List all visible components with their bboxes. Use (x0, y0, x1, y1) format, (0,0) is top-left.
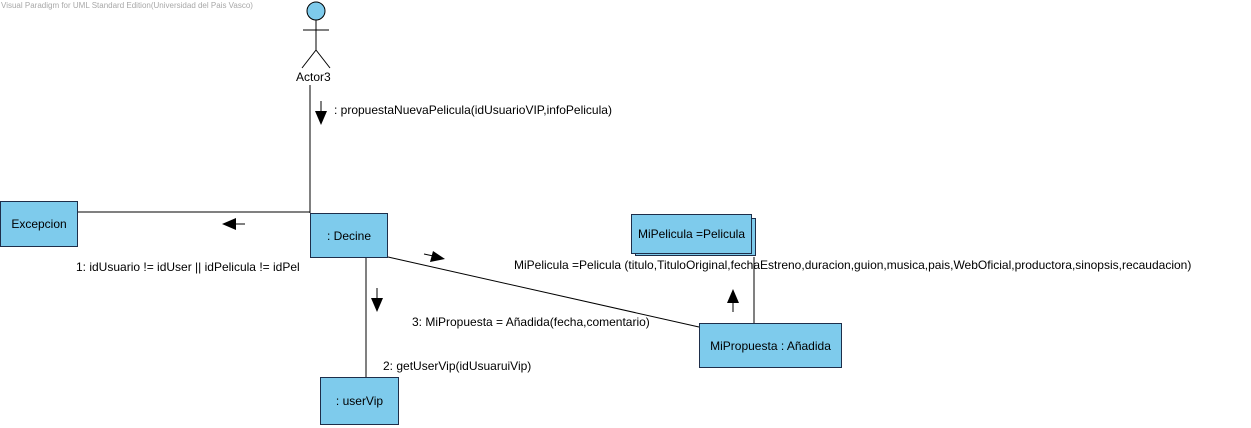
mipelicula-object[interactable]: MiPelicula =Pelicula (631, 214, 752, 254)
message-mipropuesta-anadida: 3: MiPropuesta = Añadida(fecha,comentari… (412, 315, 650, 329)
message-mipelicula-clip: MiPelicula =Pelicula (titulo,TituloOrigi… (514, 258, 1251, 272)
message-get-user-vip: 2: getUserVip(idUsuaruiVip) (383, 359, 532, 373)
arrow-down-actor-msg (315, 101, 327, 125)
mipropuesta-object[interactable]: MiPropuesta : Añadida (699, 323, 842, 368)
excepcion-object[interactable]: Excepcion (0, 201, 78, 247)
decine-object[interactable]: : Decine (310, 213, 388, 258)
uservip-object[interactable]: : userVip (320, 377, 399, 425)
message-excepcion-condition: 1: idUsuario != idUser || idPelicula != … (76, 260, 300, 274)
arrow-diagonal-propuesta-msg (423, 251, 445, 262)
message-mipelicula-constructor: MiPelicula =Pelicula (titulo,TituloOrigi… (514, 258, 1192, 272)
arrow-down-uservip-msg (371, 288, 383, 312)
link-decine-mipropuesta (387, 256, 700, 328)
arrow-up-mipelicula-msg (727, 289, 739, 312)
message-propuesta-nueva-pelicula: : propuestaNuevaPelicula(idUsuarioVIP,in… (334, 103, 612, 117)
watermark: Visual Paradigm for UML Standard Edition… (1, 1, 253, 10)
actor-figure (301, 1, 331, 69)
actor-label: Actor3 (296, 70, 331, 84)
arrow-left-excepcion-msg (222, 218, 245, 230)
